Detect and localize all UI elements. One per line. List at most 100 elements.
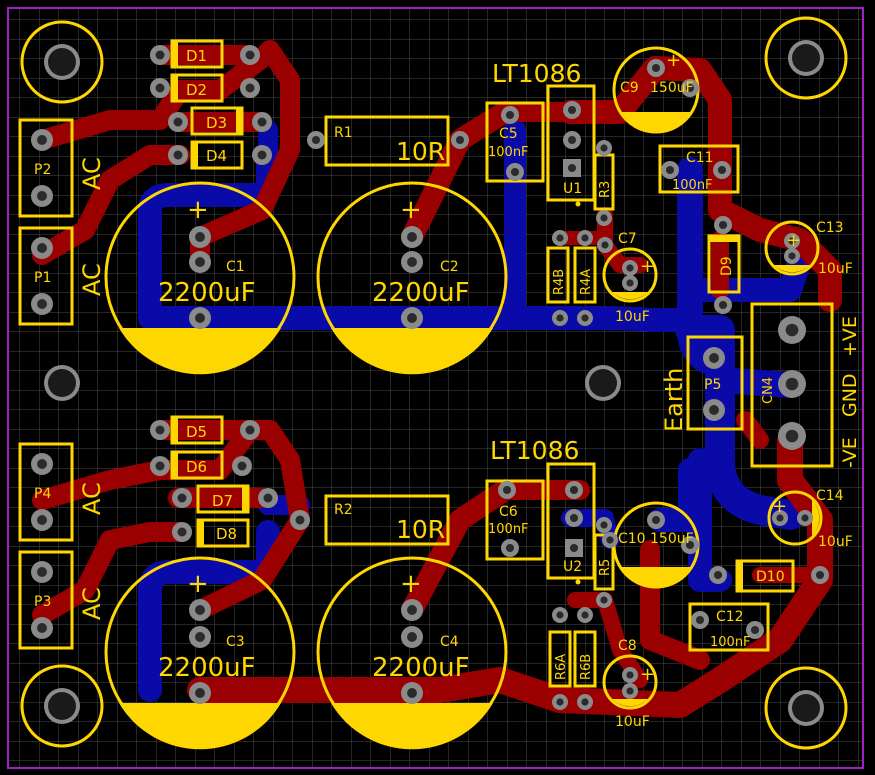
label-c5: C5 (499, 126, 518, 142)
label-d1: D1 (186, 47, 207, 65)
label-p2: P2 (34, 162, 51, 178)
pad-hole (173, 117, 183, 127)
mounting-hole (48, 369, 76, 397)
mounting-hole-bl (20, 664, 104, 748)
label-c14-value: 10uF (818, 534, 853, 550)
label-c5-value: 100nF (488, 145, 529, 160)
label-c2-value: 2200uF (372, 278, 470, 308)
pad-hole (505, 110, 515, 120)
pad-hole (600, 144, 608, 152)
pad-hole (37, 299, 47, 309)
label-d2: D2 (186, 81, 207, 99)
label-d4: D4 (206, 147, 227, 165)
pad-hole (665, 165, 675, 175)
pad-hole (556, 314, 564, 322)
label-c3: C3 (226, 634, 245, 650)
pad-hole (37, 459, 47, 469)
label-c2: C2 (440, 259, 459, 275)
label-c9-value: 150uF (650, 80, 694, 96)
mounting-hole (792, 44, 820, 72)
label-r1: R1 (334, 125, 353, 141)
pad-hole (567, 163, 577, 173)
capacitor-polarity-marks (119, 41, 820, 750)
pad-hole (709, 353, 719, 363)
pad-hole (801, 514, 809, 522)
pad-hole (195, 257, 205, 267)
pad-hole (601, 241, 609, 249)
pad-hole (407, 632, 417, 642)
pad-hole (709, 405, 719, 415)
pad-hole (195, 605, 205, 615)
pad-hole (37, 135, 47, 145)
plus-c7: + (640, 256, 655, 277)
label-u2: U2 (563, 559, 582, 575)
label-p4: P4 (34, 486, 51, 502)
label-c4: C4 (440, 634, 459, 650)
label-c8: C8 (618, 638, 637, 654)
pad-hole (600, 521, 608, 529)
reg-top-label: LT1086 (492, 59, 581, 88)
pad-hole (569, 485, 579, 495)
plus-c1: + (187, 195, 209, 225)
label-c7: C7 (618, 231, 637, 247)
pad-hole (750, 625, 760, 635)
pad-hole (177, 527, 187, 537)
pad-hole (407, 232, 417, 242)
pad-hole (581, 698, 589, 706)
pad-hole (37, 243, 47, 253)
pad-hole (37, 567, 47, 577)
pad-hole (581, 611, 589, 619)
label-u1: U1 (563, 181, 582, 197)
label-c9: C9 (620, 80, 639, 96)
pad-hole (173, 150, 183, 160)
pad-hole (407, 313, 417, 323)
p3-outline (18, 550, 74, 650)
pad-hole (569, 543, 579, 553)
pad-hole (600, 214, 608, 222)
pad-hole (245, 83, 255, 93)
pad-hole (815, 570, 825, 580)
label-c10-value: 150uF (650, 531, 694, 547)
pad-hole (788, 237, 796, 245)
pads (31, 40, 829, 726)
label-ac-2: AC (78, 263, 106, 296)
label-c3-value: 2200uF (158, 653, 256, 683)
label-r4b: R4B (552, 269, 567, 295)
label-c12-value: 100nF (710, 635, 751, 650)
pad-hole (155, 425, 165, 435)
pad-hole (600, 596, 608, 604)
pad-hole (651, 63, 661, 73)
label-ac-3: AC (78, 482, 106, 515)
label-p5: P5 (704, 377, 721, 393)
label-ac-4: AC (78, 587, 106, 620)
mounting-hole-tl (20, 20, 104, 104)
pad-hole (788, 252, 796, 260)
pad-hole (237, 461, 247, 471)
label-p3: P3 (34, 594, 51, 610)
mounting-hole (792, 694, 820, 722)
pad-hole (510, 167, 520, 177)
pad-hole (626, 687, 634, 695)
label-r5: R5 (598, 559, 613, 576)
label-c13: C13 (816, 220, 844, 236)
pad-hole (502, 485, 512, 495)
pad-hole (626, 264, 634, 272)
label-c14: C14 (816, 488, 844, 504)
label-c11-value: 100nF (672, 178, 713, 193)
label-gnd: GND (839, 373, 861, 417)
reg-bottom-label: LT1086 (490, 436, 579, 465)
p1-outline (18, 226, 74, 326)
plus-c13: + (786, 230, 801, 251)
pad-hole (785, 323, 799, 337)
label-r4a: R4A (579, 269, 594, 295)
plus-c2: + (400, 195, 422, 225)
plus-c9: + (666, 50, 681, 71)
pad-hole (776, 514, 784, 522)
pad-hole (245, 425, 255, 435)
pad-hole (455, 135, 465, 145)
label-cn4: CN4 (761, 377, 776, 404)
pad-hole (581, 314, 589, 322)
label-c7-value: 10uF (615, 309, 650, 325)
label-c6: C6 (499, 504, 518, 520)
